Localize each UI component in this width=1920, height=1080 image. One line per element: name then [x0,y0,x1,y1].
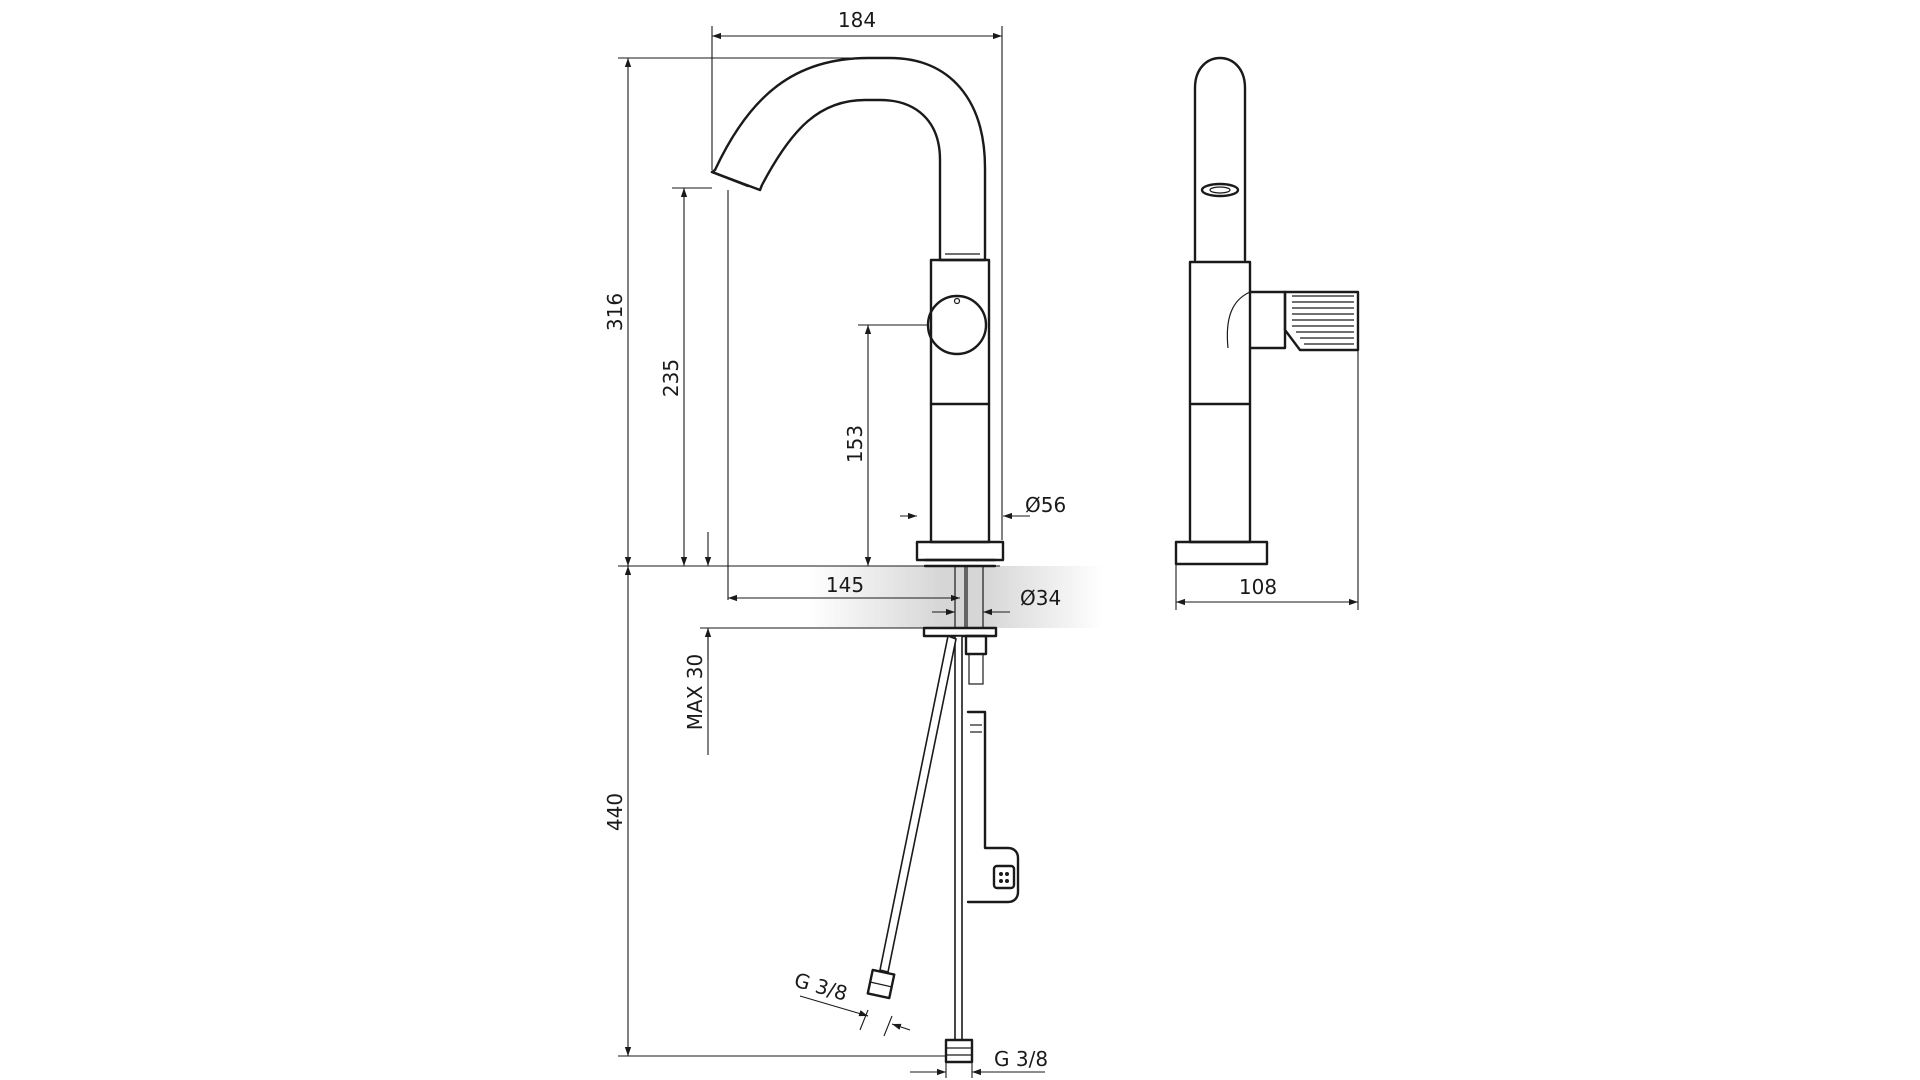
dim-hose-thread-left: G 3/8 [792,968,851,1006]
handle-knob [926,294,988,356]
side-handle-grip [1283,290,1360,352]
bracket-clip [992,864,1016,890]
side-handle-neck [1248,290,1287,350]
mounting-bracket [966,710,1020,904]
dim-spout-height: 235 [659,359,683,397]
side-body [1188,260,1252,544]
spout-outline [710,56,987,262]
hose-fitting-bottom [944,1038,974,1064]
dim-hose-thread-bottom: G 3/8 [994,1047,1048,1071]
hose-vertical [954,635,963,1041]
dim-handle-height: 153 [843,425,867,463]
side-base [1174,540,1269,566]
dim-overall-height: 316 [603,293,627,331]
handle-grip-ribs [1292,295,1354,345]
faucet-base [915,540,1005,562]
spout-tip [710,170,750,188]
hose-diagonal [879,634,957,973]
dim-base-diameter: Ø56 [1025,493,1066,517]
dim-spout-reach: 145 [826,573,864,597]
dimension-lines [618,26,1359,1078]
dim-max-counter-thickness: MAX 30 [683,654,707,730]
faucet-side-view [1174,56,1360,566]
side-spout [1193,56,1247,262]
dim-shank-diameter: Ø34 [1020,586,1061,610]
dim-overall-width: 184 [838,8,876,32]
faucet-front-view [710,56,1020,1064]
dim-hose-length: 440 [603,793,627,831]
dim-side-depth: 108 [1239,575,1277,599]
